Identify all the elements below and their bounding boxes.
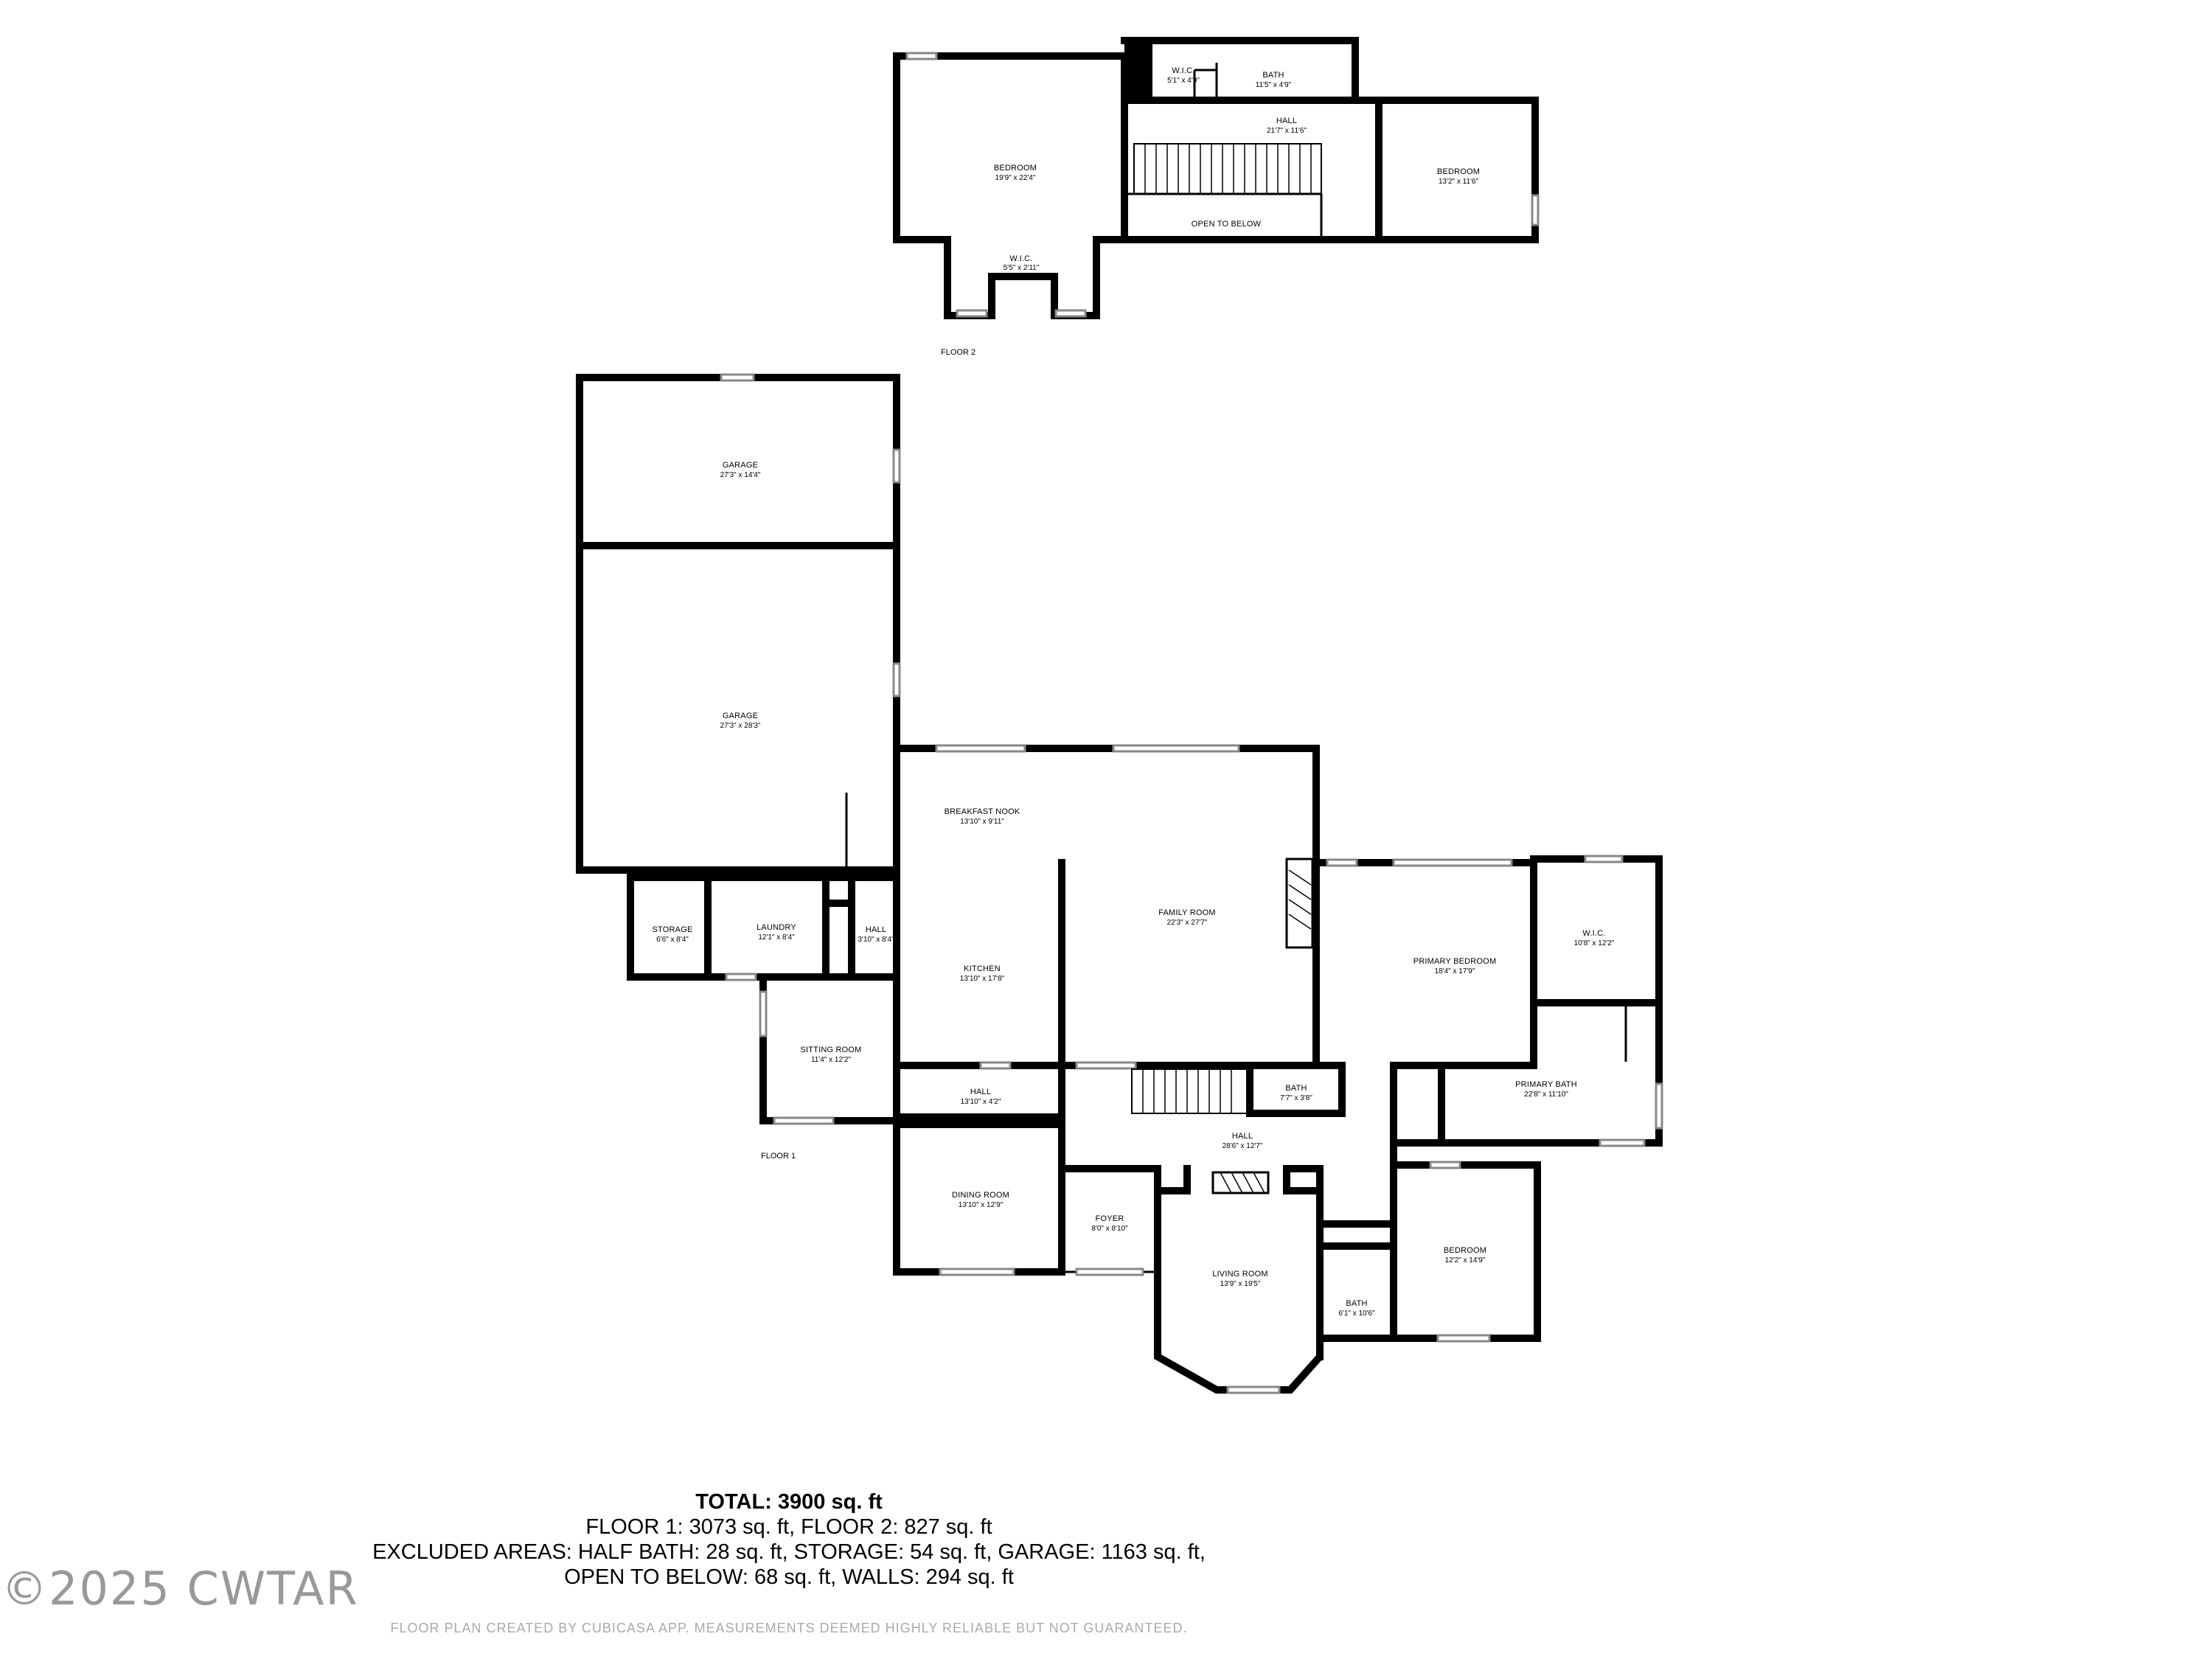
room-dim-garage-top: 27'3" x 14'4" [720, 471, 761, 479]
room-dim-family-room: 22'3" x 27'7" [1166, 919, 1208, 927]
area-summary: TOTAL: 3900 sq. ft FLOOR 1: 3073 sq. ft,… [0, 1489, 1578, 1590]
room-name-f2-open-to-below: OPEN TO BELOW [1191, 220, 1262, 229]
room-name-f2-bedroom-left: BEDROOM [993, 164, 1037, 173]
room-dim-f2-wic-top: 5'1" x 4'9" [1167, 77, 1200, 85]
room-dim-f2-bath: 11'5" x 4'9" [1255, 81, 1292, 89]
room-dim-dining-room: 13'10" x 12'9" [958, 1201, 1004, 1209]
room-name-sitting-room: SITTING ROOM [800, 1046, 862, 1054]
room-name-f2-wic-bottom: W.I.C. [1009, 254, 1033, 263]
room-dim-bath-f1: 6'1" x 10'6" [1338, 1310, 1375, 1318]
room-name-primary-wic: W.I.C. [1582, 929, 1606, 938]
room-dim-f2-wic-bottom: 5'5" x 2'11" [1003, 264, 1040, 272]
room-name-f2-bath: BATH [1262, 71, 1284, 80]
room-name-family-room: FAMILY ROOM [1158, 908, 1216, 917]
room-name-bath-small: BATH [1285, 1084, 1307, 1093]
room-dim-f2-bedroom-left: 19'9" x 22'4" [995, 174, 1036, 182]
room-dim-breakfast-nook: 13'10" x 9'11" [960, 818, 1004, 826]
floor-areas: FLOOR 1: 3073 sq. ft, FLOOR 2: 827 sq. f… [585, 1515, 992, 1539]
room-name-hall-small: HALL [865, 925, 887, 934]
room-name-foyer: FOYER [1095, 1214, 1124, 1223]
room-dim-bath-small: 7'7" x 3'8" [1280, 1094, 1312, 1102]
room-dim-garage-bottom: 27'3" x 28'3" [720, 722, 761, 730]
room-name-f2-wic-top: W.I.C. [1172, 66, 1195, 75]
copyright-watermark: ©2025 CWTAR [1, 1562, 359, 1615]
total-area: TOTAL: 3900 sq. ft [695, 1490, 883, 1514]
floor-1-label: FLOOR 1 [761, 1152, 796, 1161]
room-name-bath-f1: BATH [1346, 1299, 1368, 1308]
room-dim-hall-main: 28'6" x 12'7" [1222, 1142, 1263, 1150]
room-dim-primary-wic: 10'8" x 12'2" [1573, 939, 1615, 947]
room-name-f2-bedroom-right: BEDROOM [1436, 167, 1481, 176]
excluded-areas-continued: OPEN TO BELOW: 68 sq. ft, WALLS: 294 sq.… [564, 1565, 1014, 1589]
room-dim-f2-bedroom-right: 13'2" x 11'6" [1438, 178, 1479, 186]
room-dim-foyer: 8'0" x 8'10" [1091, 1225, 1128, 1233]
room-dim-bedroom-f1: 12'2" x 14'9" [1444, 1256, 1486, 1265]
room-dim-primary-bedroom: 18'4" x 17'9" [1434, 967, 1475, 975]
room-name-garage-top: GARAGE [722, 461, 759, 470]
room-name-kitchen: KITCHEN [964, 964, 1001, 973]
room-name-dining-room: DINING ROOM [952, 1191, 1009, 1200]
room-name-garage-bottom: GARAGE [722, 712, 759, 720]
room-name-breakfast-nook: BREAKFAST NOOK [944, 807, 1020, 816]
room-dim-laundry: 12'1" x 8'4" [758, 933, 795, 942]
room-dim-kitchen: 13'10" x 17'8" [959, 975, 1005, 983]
floor-1-walls [576, 373, 1663, 1394]
room-dim-primary-bath: 22'8" x 11'10" [1524, 1091, 1568, 1099]
room-dim-hall-mid: 13'10" x 4'2" [960, 1098, 1001, 1106]
room-name-primary-bath: PRIMARY BATH [1515, 1080, 1577, 1089]
floor-2-label: FLOOR 2 [941, 348, 976, 357]
room-name-laundry: LAUNDRY [757, 923, 796, 932]
room-name-bedroom-f1: BEDROOM [1443, 1246, 1487, 1255]
excluded-areas: EXCLUDED AREAS: HALF BATH: 28 sq. ft, ST… [372, 1540, 1206, 1564]
room-name-f2-hall: HALL [1276, 116, 1298, 125]
room-dim-living-room: 13'9" x 19'5" [1220, 1280, 1261, 1288]
room-name-living-room: LIVING ROOM [1212, 1270, 1268, 1279]
floor-2-walls [893, 37, 1540, 319]
room-dim-f2-hall: 21'7" x 11'6" [1266, 127, 1307, 135]
disclaimer: FLOOR PLAN CREATED BY CUBICASA APP. MEAS… [390, 1621, 1188, 1635]
room-name-primary-bedroom: PRIMARY BEDROOM [1413, 957, 1497, 966]
room-name-storage: STORAGE [652, 925, 693, 934]
room-name-hall-mid: HALL [970, 1088, 992, 1096]
room-dim-hall-small: 3'10" x 8'4" [858, 936, 894, 944]
room-dim-storage: 6'6" x 8'4" [656, 936, 689, 944]
room-name-hall-main: HALL [1231, 1132, 1253, 1141]
room-dim-sitting-room: 11'4" x 12'2" [810, 1056, 852, 1064]
